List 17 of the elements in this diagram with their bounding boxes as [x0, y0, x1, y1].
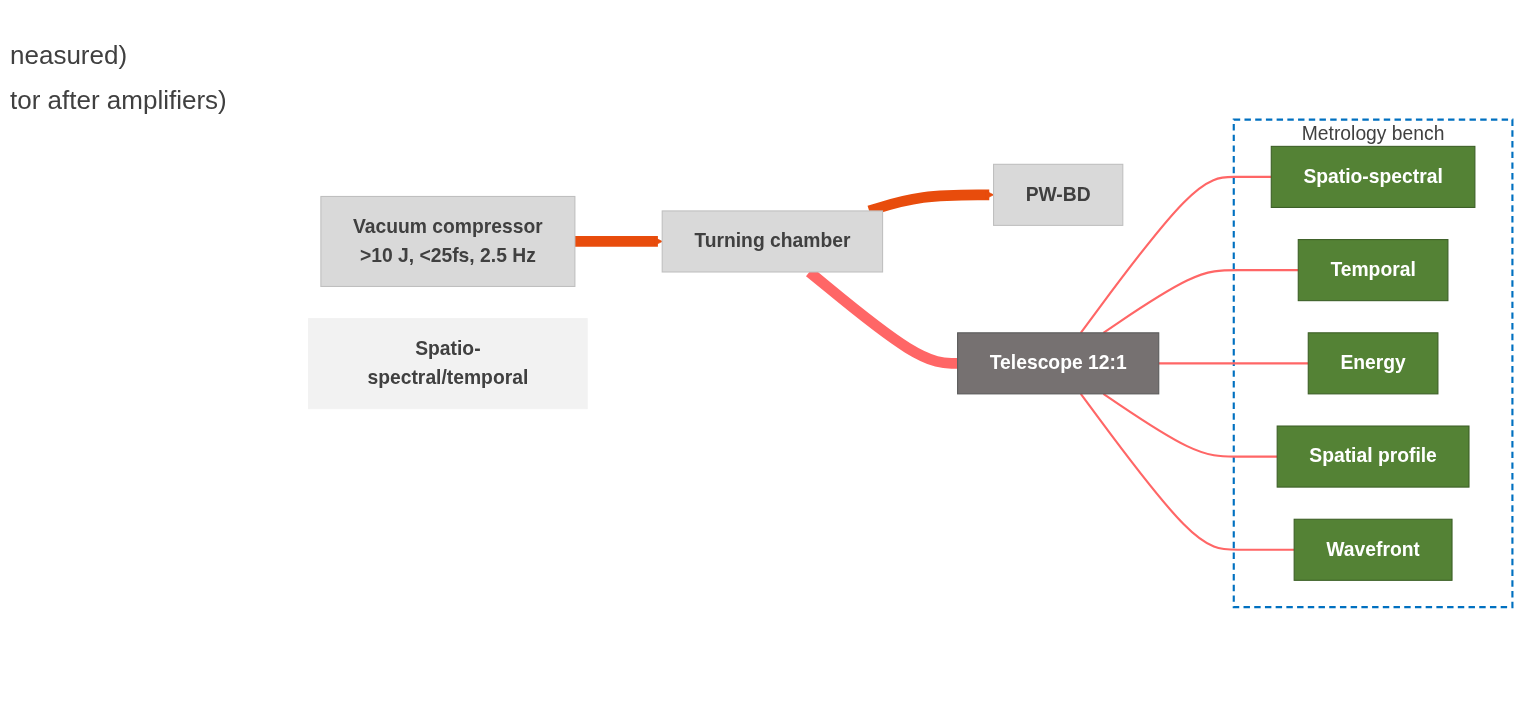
- connector: [1158, 362, 1309, 365]
- connector: [1079, 176, 1272, 334]
- node-box: Turning chamber: [661, 210, 884, 273]
- arrow: [574, 236, 663, 247]
- node-box: Spatial profile: [1276, 425, 1470, 488]
- node-box: Temporal: [1297, 239, 1449, 302]
- connector: [1079, 393, 1295, 552]
- node-box: PW-BD: [993, 163, 1124, 227]
- note-text: tor after amplifiers): [10, 85, 228, 116]
- node-box: Spatio-spectral: [1270, 146, 1476, 209]
- connector: [1102, 393, 1278, 458]
- node-box: Telescope 12:1: [957, 332, 1160, 395]
- node-box: Energy: [1307, 332, 1439, 395]
- node-box: Vacuum compressor >10 J, <25fs, 2.5 Hz: [320, 196, 576, 288]
- note-text: neasured): [10, 40, 129, 71]
- node-box: Wavefront: [1293, 518, 1453, 581]
- connector: [1102, 269, 1299, 334]
